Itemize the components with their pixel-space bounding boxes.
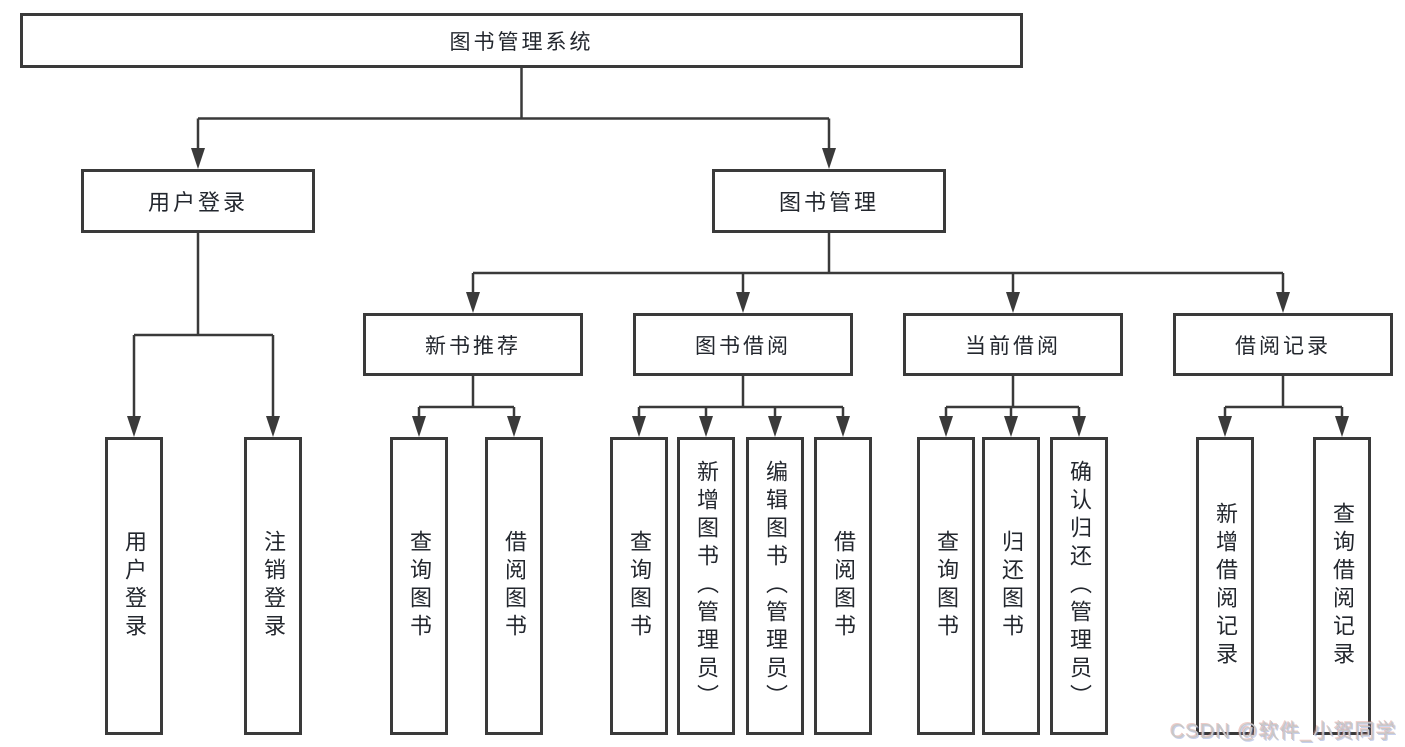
tree-edges [132,68,1344,417]
leaf-records-add-borrow-record: 新增借阅记录 [1196,437,1254,735]
leaf-label: 归还图书 [999,530,1024,642]
node-new-book-recommendation: 新书推荐 [363,313,583,376]
leaf-newbook-query-books: 查询图书 [390,437,448,735]
leaf-label: 编辑图书（管理员） [763,460,788,712]
leaf-label: 确认归还（管理员） [1067,460,1092,712]
leaf-label: 查询图书 [407,530,432,642]
leaf-borrow-add-books-admin: 新增图书（管理员） [677,437,735,735]
leaf-logout: 注销登录 [244,437,302,735]
node-label: 新书推荐 [425,334,521,358]
node-label: 当前借阅 [965,334,1061,358]
leaf-label: 注销登录 [261,530,286,642]
arrowhead [266,416,280,437]
node-label: 图书管理系统 [449,30,594,54]
leaf-label: 查询借阅记录 [1330,502,1355,670]
node-library-management-system: 图书管理系统 [20,13,1023,68]
arrowhead [412,416,426,437]
leaf-current-confirm-return-admin: 确认归还（管理员） [1050,437,1108,735]
node-label: 借阅记录 [1235,334,1331,358]
leaf-newbook-borrow-books: 借阅图书 [485,437,543,735]
node-label: 图书管理 [778,190,879,215]
csdn-watermark: CSDN @软件_小贺同学 [1170,721,1397,743]
arrowhead [191,148,205,169]
leaf-label: 查询图书 [627,530,652,642]
arrowhead [1276,292,1290,313]
leaf-label: 借阅图书 [831,530,856,642]
leaf-label: 用户登录 [122,530,147,642]
leaf-label: 新增借阅记录 [1213,502,1238,670]
arrowhead [822,148,836,169]
node-borrowing-records: 借阅记录 [1173,313,1393,376]
node-current-borrowing: 当前借阅 [903,313,1123,376]
leaf-label: 查询图书 [934,530,959,642]
node-label: 用户登录 [147,190,248,215]
arrowhead [1218,416,1232,437]
node-label: 图书借阅 [695,334,791,358]
arrowhead [1004,416,1018,437]
arrowhead [127,416,141,437]
arrowhead [1072,416,1086,437]
leaf-label: 新增图书（管理员） [694,460,719,712]
arrowhead [736,292,750,313]
leaf-records-query-borrow-record: 查询借阅记录 [1313,437,1371,735]
arrowhead [1006,292,1020,313]
leaf-current-return-books: 归还图书 [982,437,1040,735]
arrowhead [1335,416,1349,437]
leaf-borrow-borrow-books: 借阅图书 [814,437,872,735]
node-book-borrowing: 图书借阅 [633,313,853,376]
leaf-borrow-query-books: 查询图书 [610,437,668,735]
leaf-current-query-books: 查询图书 [917,437,975,735]
arrowhead [699,416,713,437]
arrowhead [632,416,646,437]
arrowhead [939,416,953,437]
arrowhead [768,416,782,437]
leaf-user-login: 用户登录 [105,437,163,735]
node-book-management: 图书管理 [712,169,946,233]
leaf-borrow-edit-books-admin: 编辑图书（管理员） [746,437,804,735]
leaf-label: 借阅图书 [502,530,527,642]
arrowhead [507,416,521,437]
arrowhead [466,292,480,313]
arrowhead [836,416,850,437]
node-user-login: 用户登录 [81,169,315,233]
